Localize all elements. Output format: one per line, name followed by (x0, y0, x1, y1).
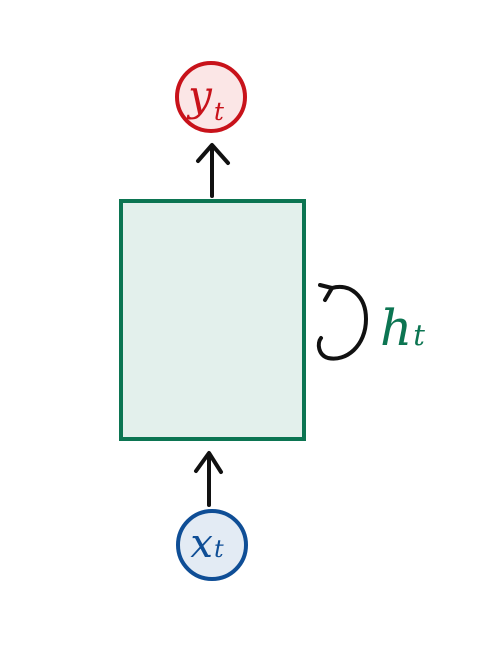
loop-arrow-curve (316, 284, 368, 361)
loop-arrow-head (318, 283, 334, 302)
input-label: xt (190, 521, 224, 567)
arrow-from-input (194, 451, 223, 507)
output-label-main: y (186, 71, 213, 120)
curved-loop-arrow-icon (316, 283, 368, 361)
output-node: yt (175, 61, 247, 133)
input-circle (176, 509, 248, 581)
hidden-state-label-sub: t (413, 318, 425, 352)
arrow-from-input-head (194, 451, 223, 474)
output-label: yt (186, 71, 225, 126)
input-node: xt (176, 509, 248, 581)
output-circle (175, 61, 247, 133)
hidden-state-label-main: h (380, 299, 412, 357)
hidden-state-label: ht (380, 299, 425, 357)
arrow-to-output (196, 143, 230, 198)
output-label-sub: t (214, 97, 225, 126)
rnn-cell-box (119, 199, 306, 441)
input-label-main: x (190, 521, 213, 567)
arrow-to-output-head (196, 143, 230, 165)
input-label-sub: t (214, 535, 224, 563)
